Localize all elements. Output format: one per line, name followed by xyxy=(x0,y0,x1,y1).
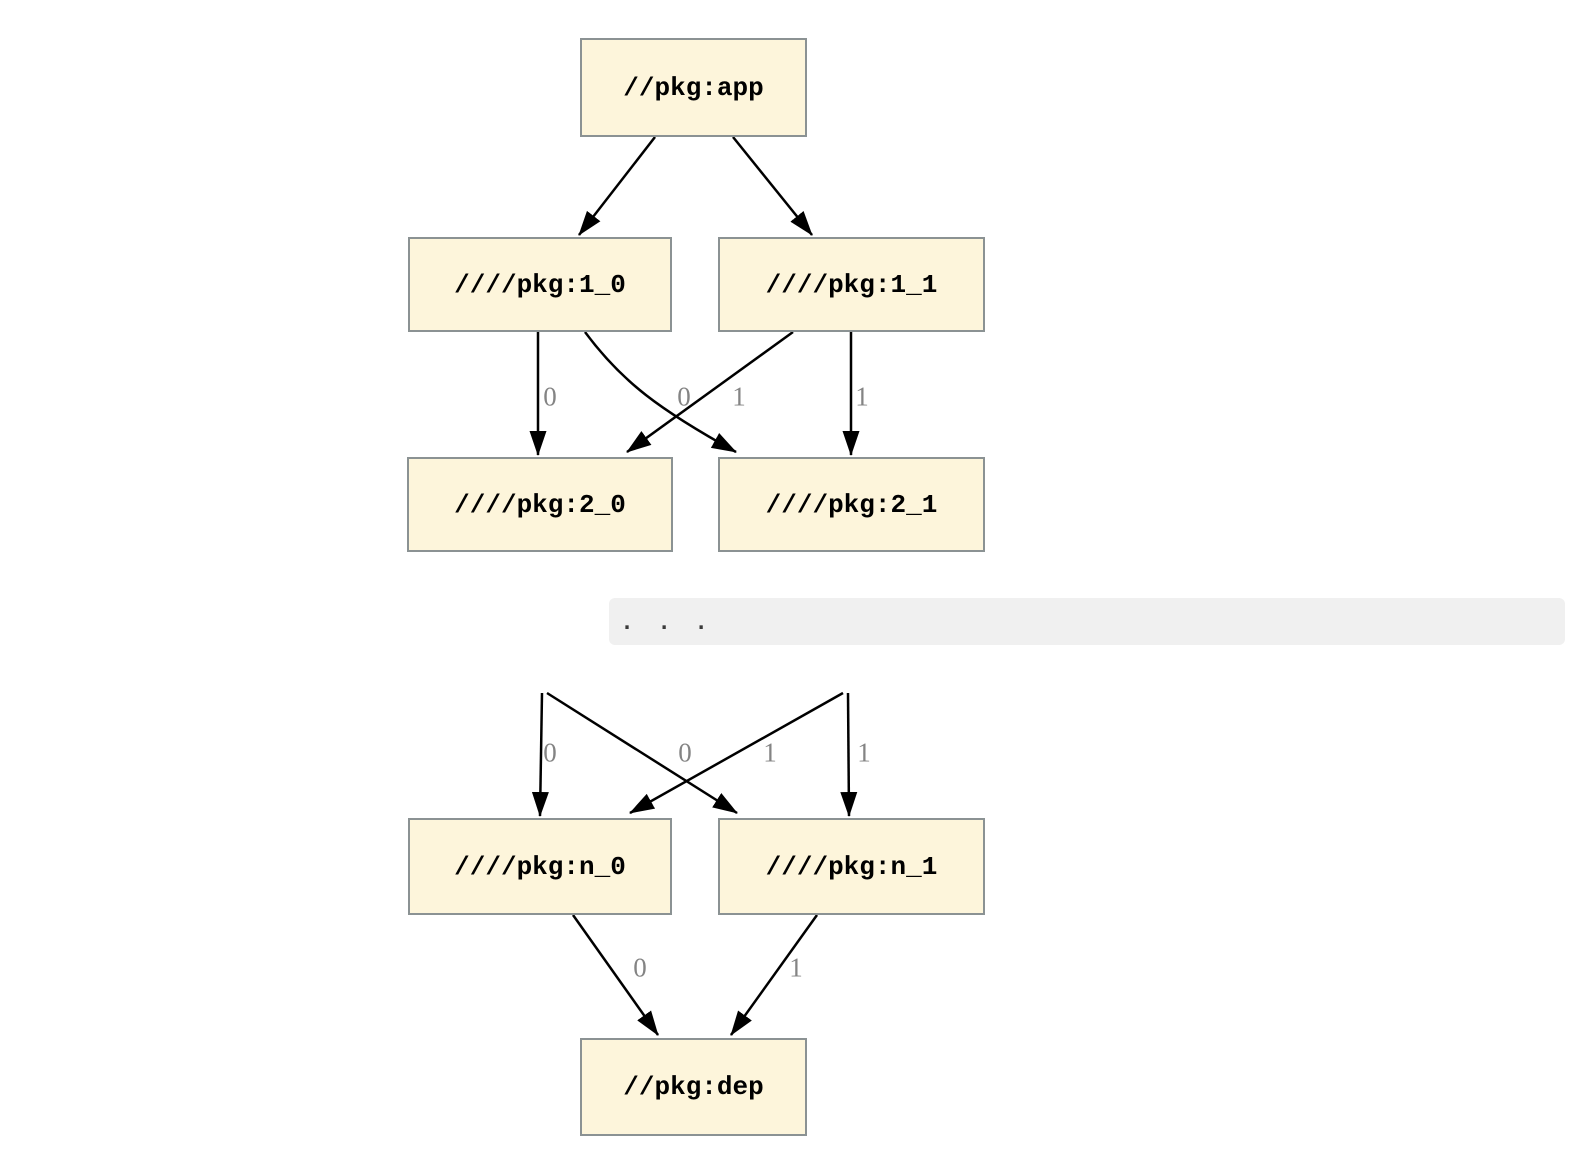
edge-label-ellipsis-left-to-n_0: 0 xyxy=(543,737,557,768)
node-app-label: //pkg:app xyxy=(623,72,764,103)
ellipsis-text: . . . xyxy=(621,610,714,634)
edge-label-n_1-to-dep: 1 xyxy=(789,952,803,983)
node-2_0: ////pkg:2_0 xyxy=(407,457,673,552)
node-2_0-label: ////pkg:2_0 xyxy=(454,489,626,520)
edge-label-ellipsis-right-to-n_0: 0 xyxy=(678,737,692,768)
node-app: //pkg:app xyxy=(580,38,807,137)
node-n_0: ////pkg:n_0 xyxy=(408,818,672,915)
edge-app-to-1_0 xyxy=(578,136,656,236)
edge-label-ellipsis-right-to-n_1: 1 xyxy=(857,737,871,768)
edge-1_1-to-2_0 xyxy=(626,330,794,454)
node-2_1-label: ////pkg:2_1 xyxy=(765,489,938,520)
node-1_0: ////pkg:1_0 xyxy=(408,237,672,332)
edge-label-n_0-to-dep: 0 xyxy=(633,952,647,983)
node-n_0-label: ////pkg:n_0 xyxy=(454,851,626,882)
edge-ellipsis-left-to-n_1 xyxy=(546,691,738,815)
edge-1_0-to-2_1 xyxy=(583,331,737,454)
node-dep-label: //pkg:dep xyxy=(623,1072,764,1102)
node-1_1: ////pkg:1_1 xyxy=(718,237,985,332)
edge-app-to-1_1 xyxy=(732,136,813,236)
node-n_1: ////pkg:n_1 xyxy=(718,818,985,915)
edge-ellipsis-right-to-n_0 xyxy=(629,691,844,815)
node-n_1-label: ////pkg:n_1 xyxy=(765,851,938,882)
edge-n_1-to-dep xyxy=(729,914,819,1036)
edge-ellipsis-left-to-n_0 xyxy=(531,692,549,817)
edge-ellipsis-right-to-n_1 xyxy=(840,692,858,817)
node-2_1: ////pkg:2_1 xyxy=(718,457,985,552)
node-dep: //pkg:dep xyxy=(580,1038,807,1136)
edge-label-ellipsis-left-to-n_1: 1 xyxy=(763,737,777,768)
edge-label-1_0-to-2_0: 0 xyxy=(543,381,557,412)
ellipsis-bar: . . . xyxy=(609,598,1565,645)
node-1_1-label: ////pkg:1_1 xyxy=(765,269,938,300)
edge-label-1_0-to-2_1: 1 xyxy=(732,381,746,412)
edge-label-1_1-to-2_1: 1 xyxy=(855,381,869,412)
node-1_0-label: ////pkg:1_0 xyxy=(454,269,626,300)
edge-label-1_1-to-2_0: 0 xyxy=(677,381,691,412)
